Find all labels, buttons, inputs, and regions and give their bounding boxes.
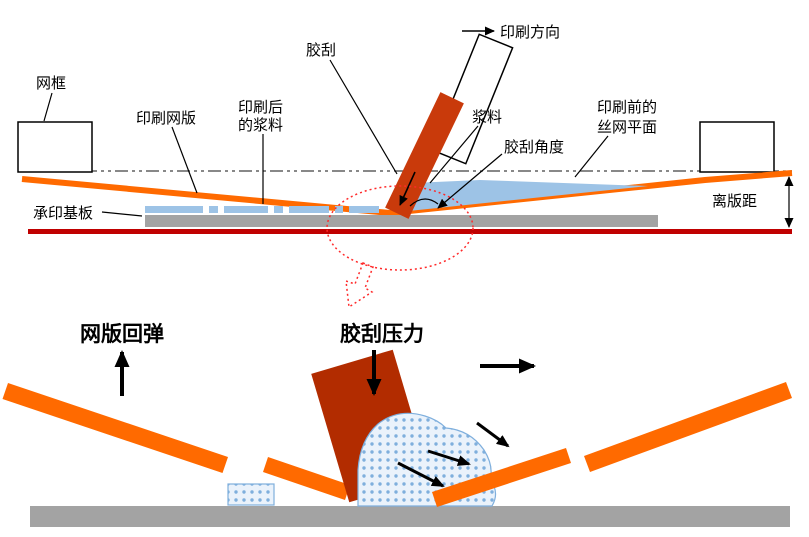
paste-flow-arrow-3: [397, 461, 445, 488]
label-screen-rebound: 网版回弹: [80, 322, 164, 346]
mesh-segment-left: [2, 383, 228, 473]
paste-wedge: [399, 180, 648, 212]
leader-squeegee-angle: [437, 153, 503, 209]
label-printing-screen: 印刷网版: [136, 110, 196, 127]
leader-screen-frame: [43, 92, 53, 122]
top-section: 网框 印刷网版 印刷后 的浆料 胶刮 印刷方向 浆料 胶刮角度 印刷前的 丝网平…: [17, 24, 794, 309]
base-plate-line: [28, 229, 792, 234]
paste-flow-arrow-1: [476, 421, 510, 448]
mesh-segment-mid-right: [432, 448, 571, 507]
label-paste-after-1: 印刷后: [238, 99, 283, 116]
screen-frame-right: [699, 121, 775, 173]
paste-dash: [224, 206, 268, 213]
leader-squeegee: [329, 59, 398, 175]
label-pre-print-2: 丝网平面: [597, 119, 657, 136]
paste-flow-arrow-2: [427, 449, 471, 466]
printed-paste-patch: [227, 483, 275, 506]
label-print-direction: 印刷方向: [500, 24, 560, 41]
label-pre-print-1: 印刷前的: [597, 99, 657, 116]
squeegee-holder: [431, 33, 514, 165]
label-screen-frame: 网框: [36, 75, 66, 92]
leader-printing-screen: [171, 126, 198, 194]
label-squeegee: 胶刮: [306, 42, 336, 59]
label-squeegee-angle: 胶刮角度: [504, 139, 564, 156]
paste-dash: [349, 206, 379, 213]
substrate-bar-bottom: [30, 506, 790, 527]
label-snap-off: 离版距: [712, 193, 757, 210]
paste-dash: [145, 206, 203, 213]
bottom-section: 网版回弹 胶刮压力: [2, 322, 792, 527]
substrate-bar-top: [145, 215, 658, 227]
label-substrate: 承印基板: [33, 204, 93, 222]
squeegee-contact-arrow: [399, 171, 416, 206]
squeegee-angle-arc: [409, 198, 439, 207]
leader-paste: [429, 125, 479, 184]
leader-pre-print-plane: [574, 135, 609, 178]
paste-dash: [274, 206, 283, 213]
mesh-segment-mid-left: [263, 457, 350, 500]
label-squeegee-pressure: 胶刮压力: [340, 322, 424, 346]
paste-dash: [209, 206, 218, 213]
paste-dash: [289, 206, 329, 213]
label-paste: 浆料: [472, 108, 502, 126]
squeegee-blade-top: [385, 92, 464, 219]
mesh-screen-line: [21, 170, 793, 216]
zoom-callout-arrow: [345, 262, 374, 309]
mesh-segment-far-right: [584, 382, 792, 472]
screen-frame-left: [17, 121, 93, 173]
label-paste-after-2: 的浆料: [238, 116, 283, 134]
leader-substrate: [101, 211, 143, 217]
zoom-callout-ellipse: [326, 185, 474, 271]
printed-paste-dashes: [145, 206, 379, 213]
paste-dash: [335, 206, 343, 213]
